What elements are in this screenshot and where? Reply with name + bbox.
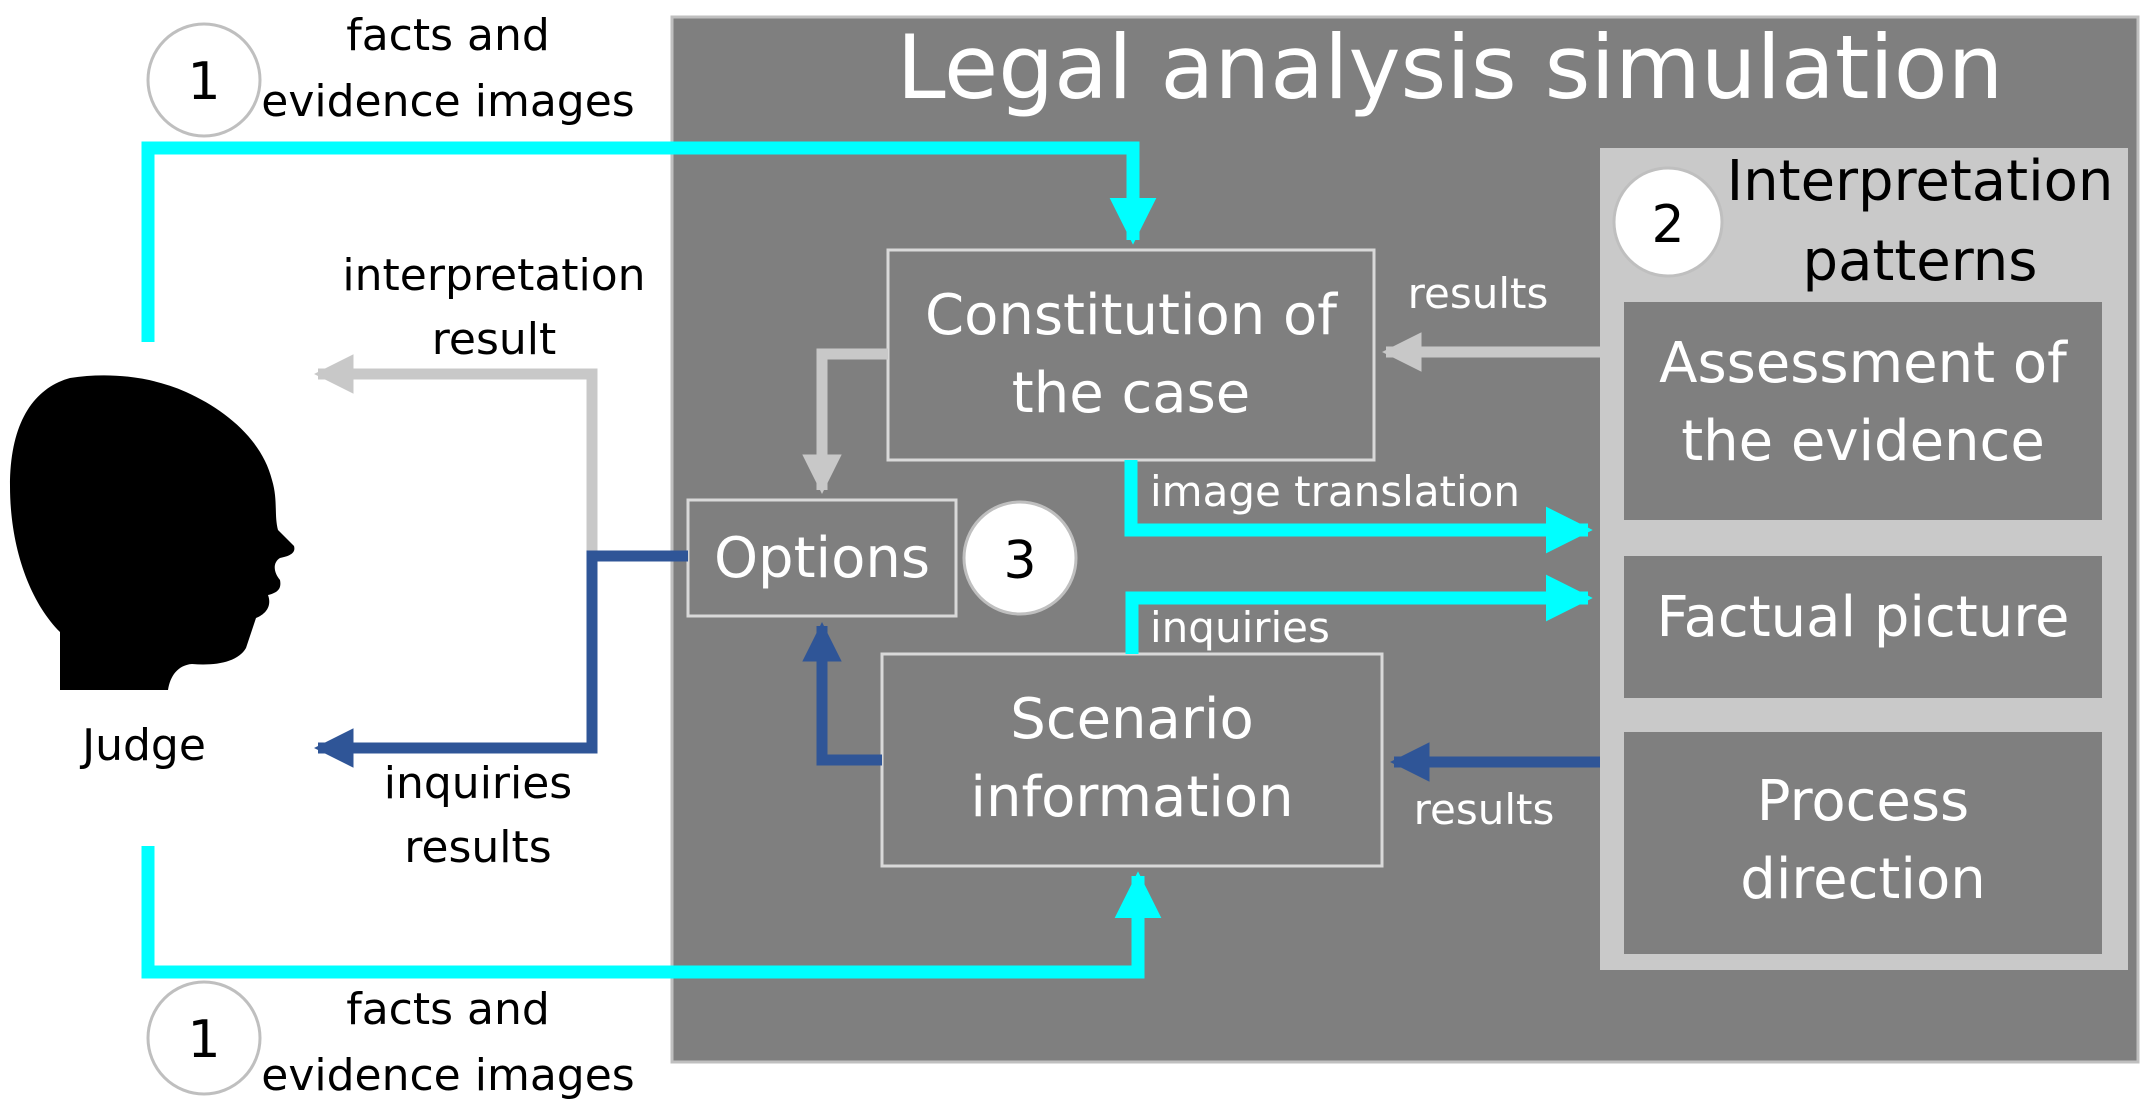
options-label: Options (714, 526, 930, 591)
arrow-scenario-to-options (802, 622, 882, 766)
label-inquiries-results-line-1: inquiries (384, 758, 572, 809)
pattern-process-line-1: Process (1757, 769, 1969, 834)
label-interpretation-result-line-1: interpretation (342, 250, 645, 301)
label-input-top-line-2: evidence images (261, 76, 634, 127)
label-image-translation: image translation (1150, 467, 1520, 516)
judge-label: Judge (79, 720, 206, 771)
arrow-image-translation (1124, 460, 1593, 554)
constitution-box (886, 248, 1376, 462)
panel-title: Legal analysis simulation (897, 16, 2004, 119)
constitution-line-1: Constitution of (925, 283, 1338, 348)
badge-2-circle (1612, 166, 1724, 278)
scenario-box (880, 652, 1384, 868)
patterns-title-line-2: patterns (1803, 229, 2038, 294)
label-inquiries: inquiries (1150, 603, 1330, 652)
pattern-assessment-box (1624, 302, 2102, 520)
judge-head-icon (10, 375, 295, 690)
label-input-bottom-line-1: facts and (346, 984, 550, 1035)
pattern-process-line-2: direction (1740, 847, 1985, 912)
arrow-interpretation-result-to-judge (314, 354, 598, 556)
badge-2-number: 2 (1651, 195, 1684, 255)
label-input-bottom-line-2: evidence images (261, 1050, 634, 1101)
label-results-top: results (1408, 269, 1549, 318)
label-results-bottom: results (1414, 785, 1555, 834)
arrow-constitution-to-options (802, 348, 888, 494)
pattern-process-box (1624, 732, 2102, 954)
pattern-assessment-line-1: Assessment of (1659, 331, 2068, 396)
scenario-line-1: Scenario (1010, 687, 1253, 752)
arrow-options-to-judge (314, 550, 688, 768)
badge-1-bottom-number: 1 (187, 1010, 220, 1070)
options-box (686, 498, 958, 618)
pattern-assessment-line-2: the evidence (1681, 409, 2045, 474)
label-input-top-line-1: facts and (346, 10, 550, 61)
patterns-title-line-1: Interpretation (1727, 149, 2114, 214)
patterns-title: Interpretation patterns (1727, 149, 2114, 294)
pattern-factual-line-1: Factual picture (1657, 585, 2070, 650)
constitution-line-2: the case (1012, 361, 1250, 426)
badge-1-top-circle (146, 22, 262, 138)
scenario-line-2: information (970, 765, 1293, 830)
pattern-factual-box (1624, 556, 2102, 698)
badge-1-top-number: 1 (187, 52, 220, 112)
badge-3-number: 3 (1003, 531, 1036, 591)
label-inquiries-results-line-2: results (404, 822, 551, 873)
label-interpretation-result-line-2: result (432, 314, 556, 365)
arrow-inquiries-to-patterns (1125, 574, 1593, 654)
badge-3-circle (962, 500, 1078, 616)
badge-1-bottom-circle (146, 980, 262, 1096)
arrow-judge-to-constitution (141, 141, 1157, 342)
arrow-judge-to-scenario (141, 846, 1162, 979)
